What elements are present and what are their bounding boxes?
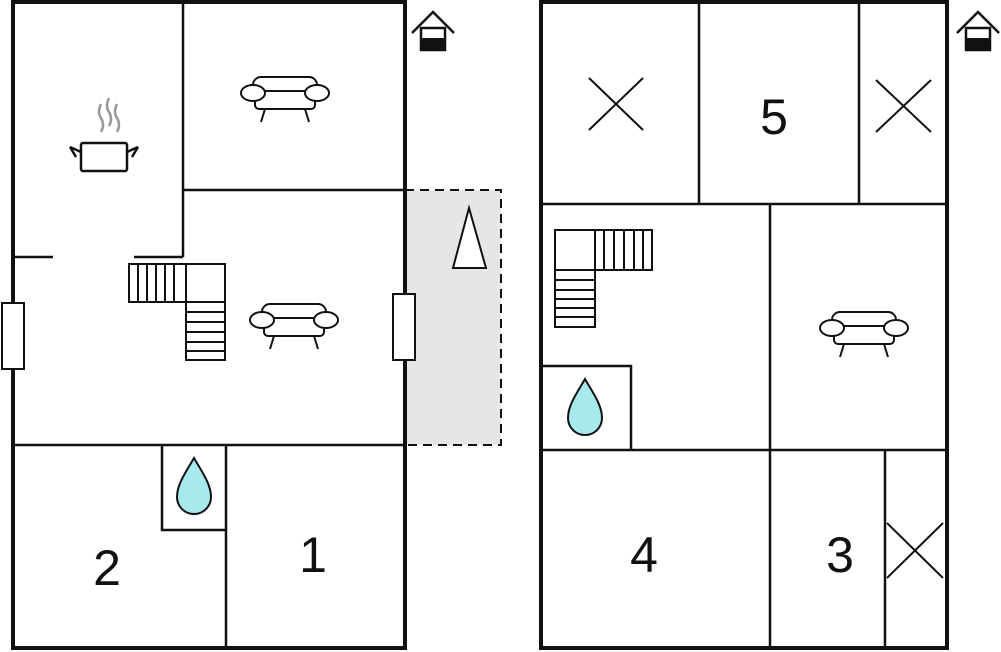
house-entrance-icon (411, 10, 455, 52)
void-cross-icon (588, 77, 644, 131)
staircase-icon (128, 263, 226, 361)
upper-floor-outer-wall (539, 0, 949, 650)
terrace (404, 189, 502, 446)
void-cross-icon (886, 522, 944, 579)
room-number-2: 2 (93, 540, 121, 596)
house-entrance-icon (956, 10, 1000, 52)
water-drop-icon (175, 455, 213, 515)
kitchen-pot-icon (68, 97, 140, 173)
sofa-icon (249, 303, 339, 350)
room-number-4: 4 (630, 527, 658, 583)
room-number-5: 5 (760, 89, 788, 145)
upper-floor-interior-walls (541, 2, 947, 648)
window-left (1, 302, 25, 370)
void-cross-icon (875, 79, 932, 133)
upper-floor-plan: 5 4 3 (539, 0, 1000, 650)
staircase-icon (554, 229, 653, 328)
room-number-1: 1 (299, 527, 327, 583)
sofa-icon (240, 76, 330, 123)
terrace-door (392, 293, 416, 361)
sofa-icon (819, 311, 909, 358)
ground-floor-plan: 2 1 (1, 0, 502, 650)
room-number-3: 3 (826, 527, 854, 583)
north-arrow-icon (451, 204, 488, 269)
ground-floor-interior-walls (13, 2, 405, 648)
water-drop-icon (566, 376, 604, 436)
